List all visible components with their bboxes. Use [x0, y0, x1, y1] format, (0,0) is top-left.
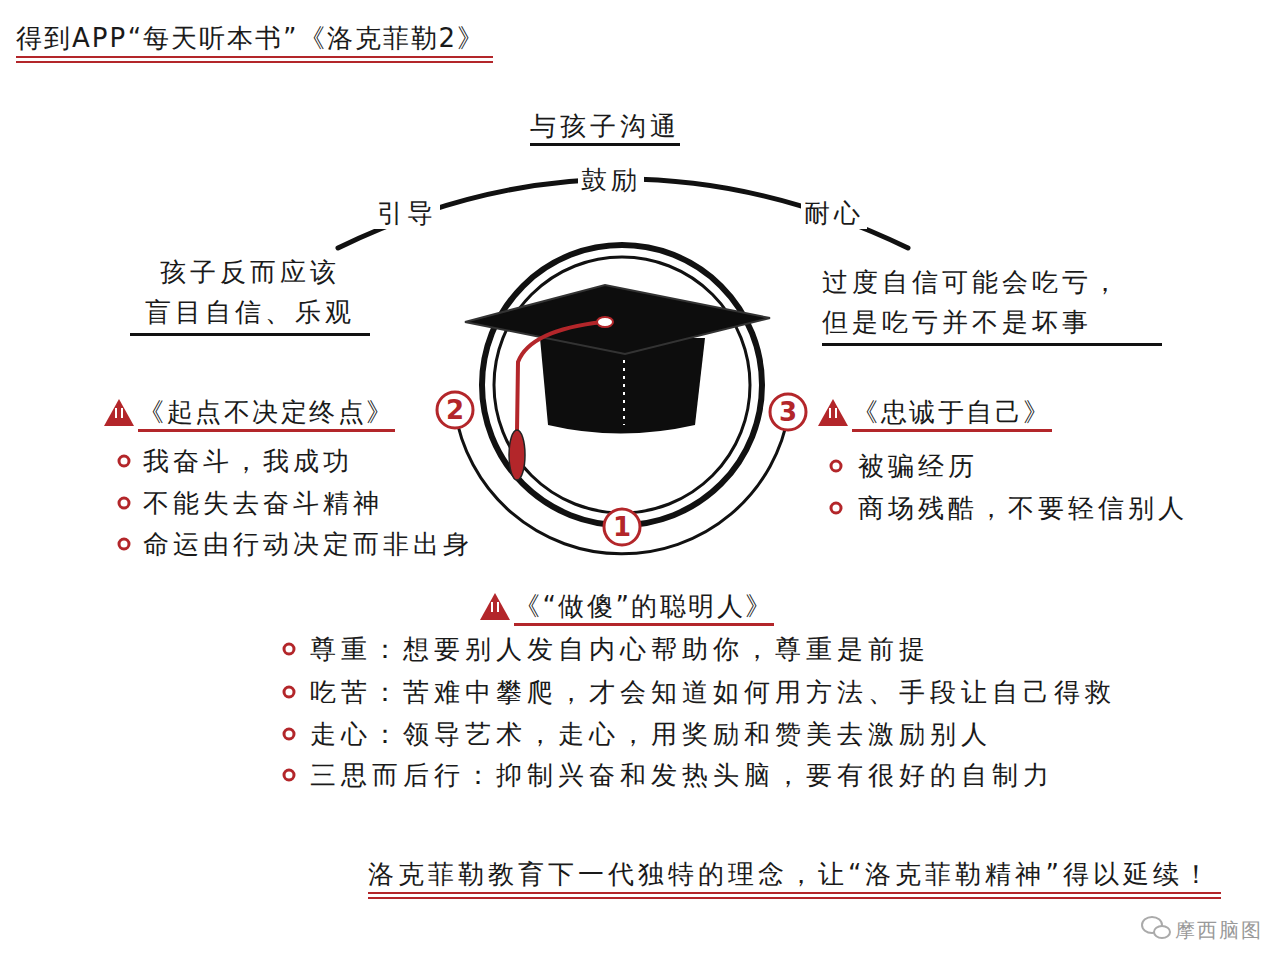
bullet-dot	[284, 729, 294, 739]
bullet-dot	[831, 503, 841, 513]
bullet-text: 商场残酷，不要轻信别人	[858, 492, 1188, 524]
section-heading: 《忠诚于自己》	[852, 396, 1052, 432]
bullet-text: 三思而后行：抑制兴奋和发热头脑，要有很好的自制力	[310, 759, 1054, 791]
watermark: 摩西脑图	[1175, 914, 1263, 946]
bullet-text: 我奋斗，我成功	[143, 445, 353, 477]
bullet-dot	[284, 770, 294, 780]
wechat-icon	[1142, 917, 1170, 938]
cap-button	[597, 317, 613, 327]
warning-triangle	[104, 399, 134, 426]
bullet-dot	[831, 461, 841, 471]
warning-triangle	[480, 593, 510, 620]
number-circle	[437, 392, 473, 428]
arc-label: 耐心	[801, 197, 867, 229]
bullet-text: 被骗经历	[858, 450, 978, 482]
arc-label: 鼓励	[578, 164, 644, 196]
arc-label: 引导	[374, 197, 440, 229]
warning-mark	[491, 602, 493, 612]
bullet-dot	[284, 644, 294, 654]
warning-icon	[818, 399, 848, 426]
warning-mark	[835, 408, 837, 418]
number-text: 1	[613, 513, 631, 541]
note: 过度自信可能会吃亏， 但是吃亏并不是坏事	[822, 262, 1162, 346]
warning-mark	[121, 408, 123, 418]
warning-mark	[497, 602, 499, 612]
bullet-text: 不能失去奋斗精神	[143, 487, 383, 519]
bullet-text: 吃苦：苦难中攀爬，才会知道如何用方法、手段让自己得救	[310, 676, 1116, 708]
cap-board	[465, 285, 770, 354]
warning-mark	[829, 408, 831, 418]
bullet-text: 命运由行动决定而非出身	[143, 528, 473, 560]
bullet-text: 尊重：想要别人发自内心帮助你，尊重是前提	[310, 633, 930, 665]
warning-icon	[104, 399, 134, 426]
number-text: 3	[779, 398, 797, 426]
note: 孩子反而应该 盲目自信、乐观	[130, 252, 370, 336]
tassel	[509, 430, 525, 480]
warning-icon	[480, 593, 510, 620]
callout-number: 1	[602, 507, 642, 547]
section-heading: 《起点不决定终点》	[138, 396, 395, 432]
cap-seam	[623, 360, 625, 425]
bullet-dot	[284, 687, 294, 697]
bullet-dot	[119, 456, 129, 466]
tassel-cord	[517, 322, 603, 432]
bullet-dot	[119, 498, 129, 508]
section-heading: 《“做傻”的聪明人》	[514, 590, 774, 626]
bullet-text: 走心：领导艺术，走心，用奖励和赞美去激励别人	[310, 718, 992, 750]
outer-ring	[482, 245, 762, 525]
topic-heading: 与孩子沟通	[530, 110, 680, 146]
number-circle	[770, 394, 806, 430]
bullet-dot	[119, 539, 129, 549]
bubble	[1154, 926, 1170, 938]
callout-number: 2	[435, 390, 475, 430]
number-text: 2	[446, 396, 464, 424]
number-circle	[604, 509, 640, 545]
warning-mark	[115, 408, 117, 418]
caption: 洛克菲勒教育下一代独特的理念，让“洛克菲勒精神”得以延续！	[368, 858, 1221, 899]
title: 得到APP“每天听本书”《洛克菲勒2》	[16, 22, 493, 63]
callout-number: 3	[768, 392, 808, 432]
warning-triangle	[818, 399, 848, 426]
